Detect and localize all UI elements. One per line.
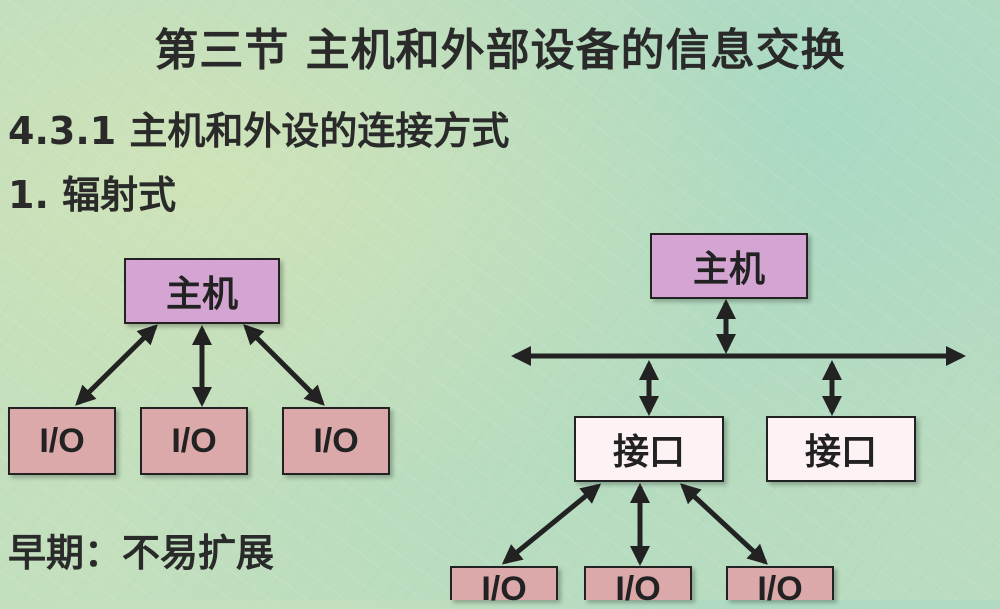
slide-title: 第三节 主机和外部设备的信息交换	[154, 25, 846, 76]
note-text: 早期：不易扩展	[8, 531, 275, 575]
right-host-box: 主机	[650, 233, 808, 299]
left-io-box-3: I/O	[282, 407, 390, 475]
right-io-box-3: I/O	[726, 566, 834, 608]
subsection-heading: 1. 辐射式	[8, 173, 177, 217]
arrow-iface-io-1	[501, 483, 602, 565]
left-io-box-1: I/O	[8, 407, 116, 475]
right-io-box-2: I/O	[584, 566, 692, 608]
arrow-host-io-3	[243, 324, 325, 406]
left-host-box: 主机	[124, 258, 280, 324]
left-io-box-2: I/O	[140, 407, 248, 475]
arrow-iface-io-3	[680, 483, 768, 565]
right-io-box-1: I/O	[450, 566, 558, 608]
interface-box-1: 接口	[574, 416, 724, 482]
interface-box-2: 接口	[766, 416, 916, 482]
arrow-host-io-1	[75, 324, 158, 406]
section-heading: 4.3.1 主机和外设的连接方式	[8, 109, 510, 153]
